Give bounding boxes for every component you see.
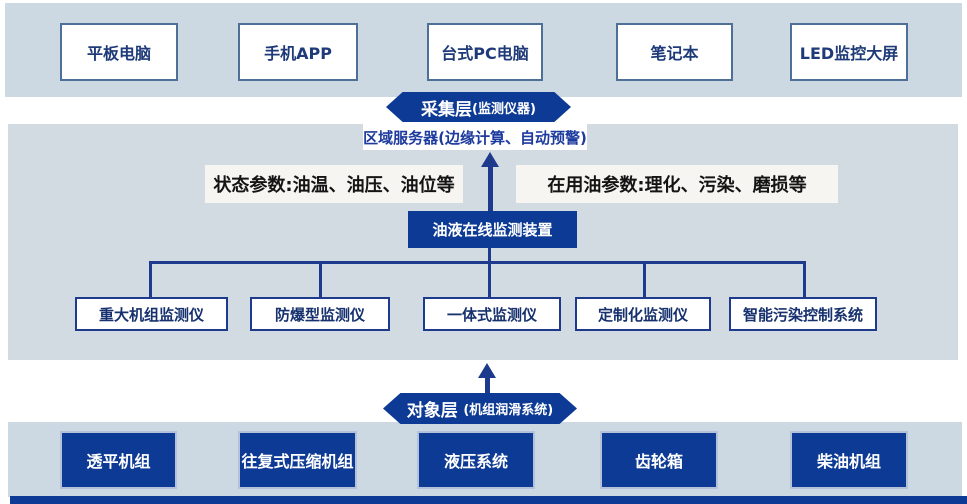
status-params-text: 状态参数:油温、油压、油位等	[213, 175, 455, 196]
oil-params-label: 在用油参数:理化、污染、磨损等	[516, 165, 838, 203]
up-arrow-shaft	[485, 377, 490, 394]
device-box-laptop: 笔记本	[616, 23, 733, 81]
unit-box-hydraulic-system: 液压系统	[417, 431, 535, 489]
connector-center-vertical	[488, 248, 491, 297]
unit-label: 液压系统	[443, 452, 508, 471]
collect-layer-pill: 采集层(监测仪器)	[386, 92, 571, 122]
connector-drop-2	[319, 261, 322, 297]
regional-server-label: 区域服务器(边缘计算、自动预警)	[363, 128, 587, 147]
connector-drop-4	[643, 261, 646, 297]
monitor-label: 智能污染控制系统	[742, 305, 863, 324]
up-arrow-shaft	[488, 166, 493, 211]
monitor-label: 防爆型监测仪	[274, 305, 365, 324]
connector-horizontal	[149, 261, 806, 264]
object-layer-subtitle: (机组润滑系统)	[463, 403, 554, 418]
unit-label: 柴油机组	[816, 452, 881, 471]
unit-box-reciprocating-compressor: 往复式压缩机组	[238, 431, 357, 489]
device-box-led-screen: LED监控大屏	[790, 23, 908, 81]
device-box-desktop-pc: 台式PC电脑	[427, 23, 543, 81]
device-box-tablet: 平板电脑	[60, 23, 178, 81]
connector-drop-5	[803, 261, 806, 297]
device-label: 台式PC电脑	[441, 44, 529, 63]
unit-box-diesel-engine: 柴油机组	[790, 431, 908, 489]
monitor-label: 一体式监测仪	[446, 305, 537, 324]
up-arrow-icon	[478, 363, 496, 378]
unit-box-turbine: 透平机组	[60, 431, 177, 489]
monitor-box-integrated: 一体式监测仪	[423, 297, 561, 331]
up-arrow-icon	[481, 152, 499, 167]
monitor-box-customized: 定制化监测仪	[575, 297, 711, 331]
monitor-box-pollution-control: 智能污染控制系统	[729, 297, 877, 331]
connector-drop-1	[149, 261, 152, 297]
unit-box-gearbox: 齿轮箱	[600, 431, 718, 489]
unit-label: 透平机组	[86, 452, 151, 471]
monitor-label: 重大机组监测仪	[98, 305, 204, 324]
status-params-label: 状态参数:油温、油压、油位等	[205, 165, 463, 203]
monitor-box-explosion-proof: 防爆型监测仪	[250, 297, 390, 331]
monitor-box-major-units: 重大机组监测仪	[75, 297, 228, 331]
unit-label: 往复式压缩机组	[241, 452, 354, 471]
device-box-phone-app: 手机APP	[238, 23, 358, 81]
regional-server-box: 区域服务器(边缘计算、自动预警)	[363, 124, 587, 150]
object-layer-pill: 对象层 (机组润滑系统)	[383, 393, 577, 424]
collect-layer-subtitle: (监测仪器)	[472, 101, 536, 117]
footer-bar	[10, 496, 967, 504]
unit-label: 齿轮箱	[634, 452, 683, 471]
online-monitor-device-box: 油液在线监测装置	[408, 211, 577, 248]
collect-layer-title: 采集层	[421, 99, 473, 120]
oil-params-text: 在用油参数:理化、污染、磨损等	[547, 175, 807, 196]
monitor-label: 定制化监测仪	[597, 305, 688, 324]
online-monitor-device-label: 油液在线监测装置	[432, 221, 553, 239]
device-label: LED监控大屏	[799, 44, 899, 63]
device-label: 笔记本	[650, 44, 699, 63]
object-layer-title: 对象层	[406, 401, 458, 421]
device-label: 手机APP	[264, 44, 332, 63]
device-label: 平板电脑	[86, 44, 151, 63]
